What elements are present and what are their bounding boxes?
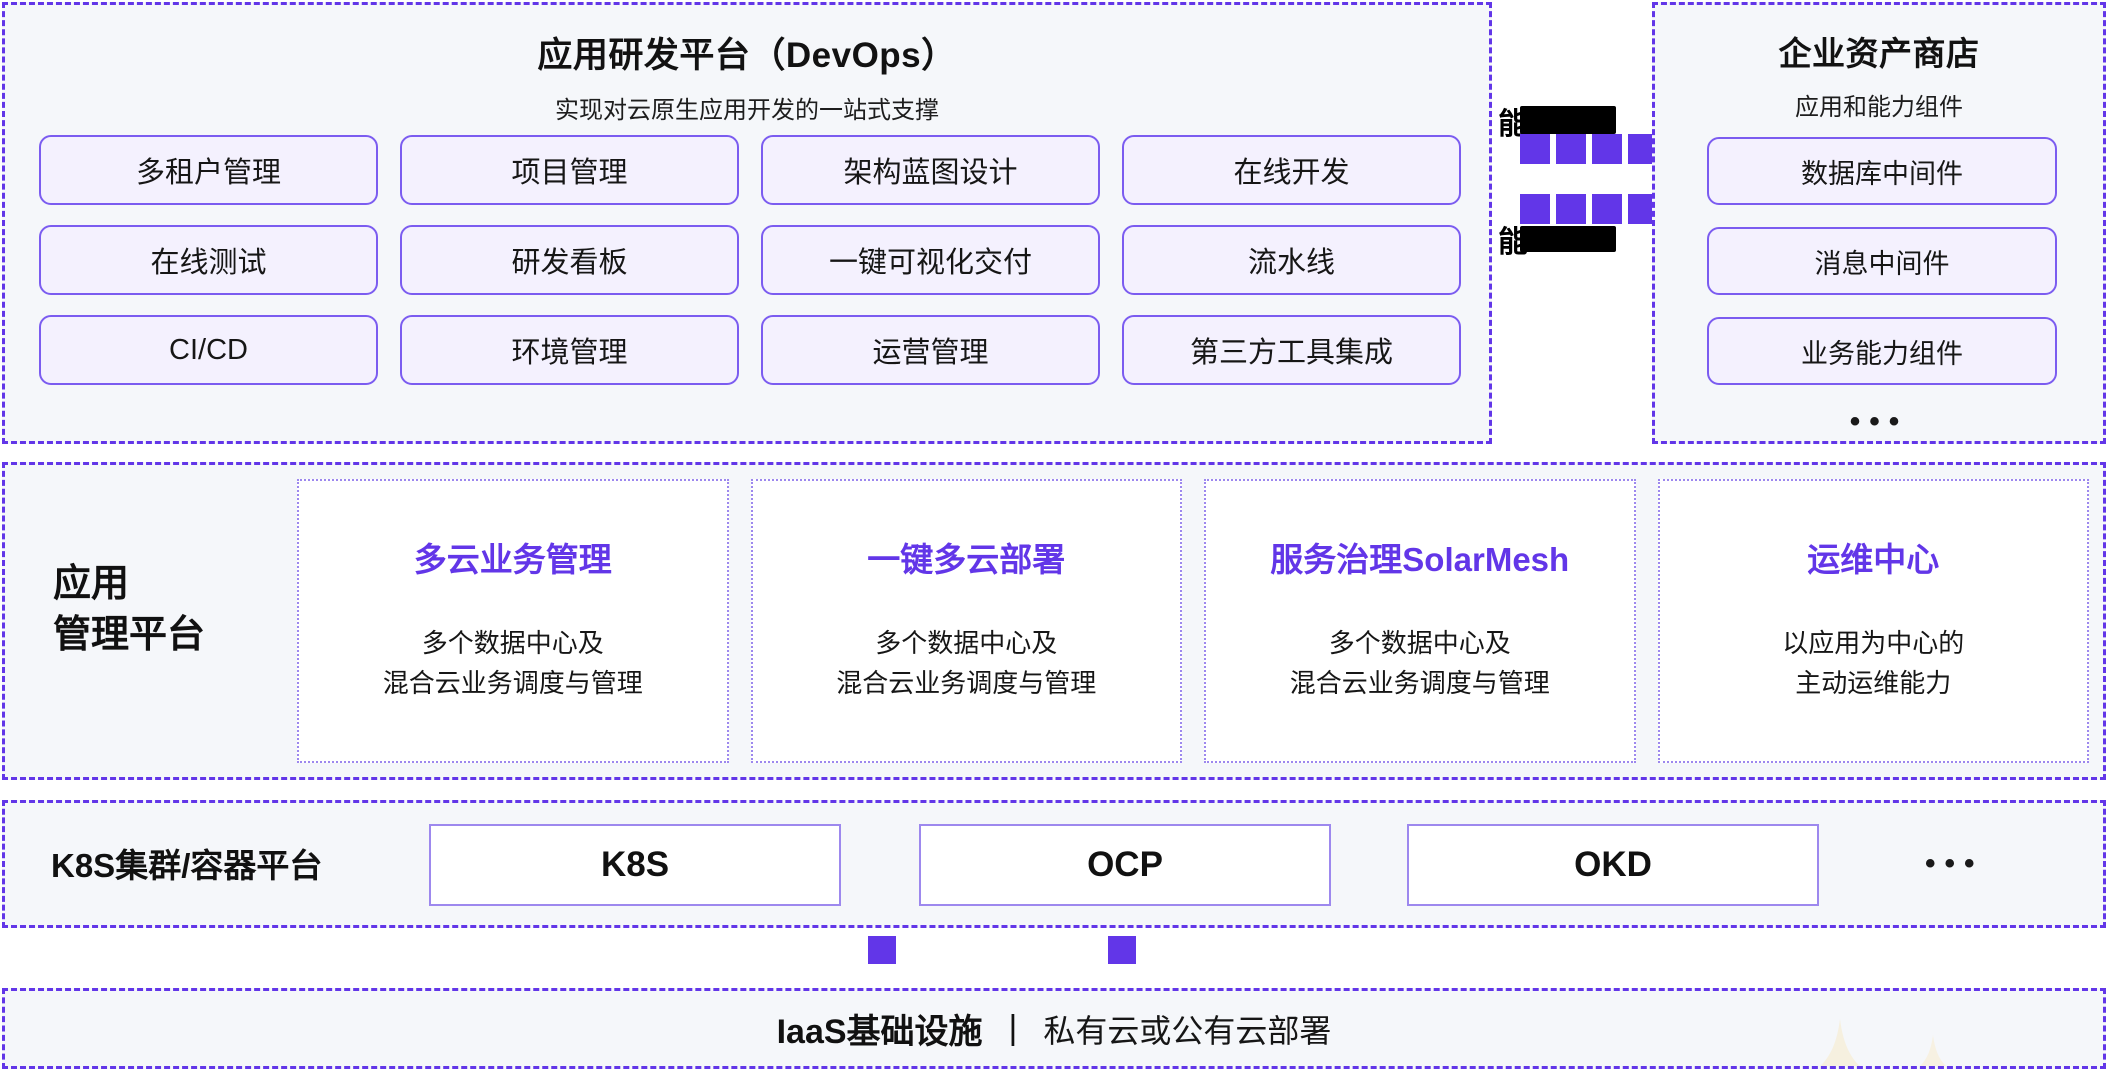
app-management-label-line2: 管理平台 — [53, 614, 206, 657]
connector-square — [1556, 194, 1586, 224]
devops-tile[interactable]: 架构蓝图设计 — [761, 135, 1100, 205]
connector-square — [1592, 134, 1622, 164]
store-panel-title: 企业资产商店 — [1778, 35, 1980, 72]
devops-tile[interactable]: 流水线 — [1122, 225, 1461, 295]
connector-square — [1520, 134, 1550, 164]
app-management-platform-panel: 应用 管理平台 多云业务管理 多个数据中心及 混合云业务调度与管理 一键多云部署… — [2, 462, 2106, 780]
card-body-line1: 多个数据中心及 — [1328, 628, 1511, 658]
devops-tile[interactable]: 第三方工具集成 — [1122, 315, 1461, 385]
card-body: 以应用为中心的 主动运维能力 — [1782, 623, 1964, 704]
connector-square — [1556, 134, 1586, 164]
k8s-platform-card[interactable]: K8S — [429, 824, 841, 906]
app-management-card-grid: 多云业务管理 多个数据中心及 混合云业务调度与管理 一键多云部署 多个数据中心及… — [297, 479, 2089, 763]
devops-panel-title: 应用研发平台（DevOps） — [537, 36, 957, 75]
devops-tile[interactable]: 在线开发 — [1122, 135, 1461, 205]
iaas-divider: | — [1008, 1009, 1018, 1047]
card-title: 运维中心 — [1807, 541, 1940, 578]
app-management-card[interactable]: 服务治理SolarMesh 多个数据中心及 混合云业务调度与管理 — [1204, 479, 1636, 763]
store-tile[interactable]: 消息中间件 — [1707, 227, 2057, 295]
store-tile[interactable]: 数据库中间件 — [1707, 137, 2057, 205]
card-title: 多云业务管理 — [413, 541, 612, 578]
redaction-bar-bottom — [1520, 226, 1616, 252]
card-body-line1: 多个数据中心及 — [875, 628, 1058, 658]
connector-square — [1592, 194, 1622, 224]
connector-square-right — [1108, 936, 1136, 964]
devops-tile[interactable]: 多租户管理 — [39, 135, 378, 205]
iaas-subtitle: 私有云或公有云部署 — [1043, 1012, 1332, 1049]
k8s-platform-card[interactable]: OKD — [1407, 824, 1819, 906]
devops-tile[interactable]: CI/CD — [39, 315, 378, 385]
k8s-platform-card[interactable]: OCP — [919, 824, 1331, 906]
card-body: 多个数据中心及 混合云业务调度与管理 — [836, 623, 1096, 704]
store-tile[interactable]: 业务能力组件 — [1707, 317, 2057, 385]
app-management-label-line1: 应用 — [53, 563, 130, 605]
connector-squares-top — [1520, 134, 1658, 164]
connector-squares-bottom — [1520, 194, 1658, 224]
app-management-card[interactable]: 多云业务管理 多个数据中心及 混合云业务调度与管理 — [297, 479, 729, 763]
middle-connector-column: 能 能 — [1498, 0, 1658, 444]
iaas-infrastructure-panel: IaaS基础设施 | 私有云或公有云部署 — [2, 988, 2106, 1069]
iaas-content: IaaS基础设施 | 私有云或公有云部署 — [5, 991, 2103, 1066]
card-title: 服务治理SolarMesh — [1270, 541, 1570, 578]
store-more-ellipsis: ••• — [1849, 405, 1909, 438]
devops-tile[interactable]: 运营管理 — [761, 315, 1100, 385]
connector-square-left — [868, 936, 896, 964]
app-management-card[interactable]: 一键多云部署 多个数据中心及 混合云业务调度与管理 — [750, 479, 1182, 763]
app-management-card[interactable]: 运维中心 以应用为中心的 主动运维能力 — [1657, 479, 2089, 763]
app-management-label: 应用 管理平台 — [53, 559, 205, 662]
devops-tile[interactable]: 在线测试 — [39, 225, 378, 295]
k8s-cluster-panel: K8S集群/容器平台 K8S OCP OKD ••• — [2, 800, 2106, 928]
card-body: 多个数据中心及 混合云业务调度与管理 — [383, 623, 643, 704]
redaction-bar-top — [1520, 106, 1616, 134]
devops-tile[interactable]: 环境管理 — [400, 315, 739, 385]
card-body-line2: 主动运维能力 — [1795, 668, 1952, 699]
card-body-line2: 混合云业务调度与管理 — [382, 668, 643, 699]
devops-tile[interactable]: 一键可视化交付 — [761, 225, 1100, 295]
iaas-title: IaaS基础设施 — [776, 1013, 983, 1051]
connector-square — [1520, 194, 1550, 224]
card-body-line1: 以应用为中心的 — [1782, 628, 1965, 658]
k8s-panel-label: K8S集群/容器平台 — [51, 847, 323, 884]
k8s-more-ellipsis: ••• — [1925, 847, 1984, 880]
card-body: 多个数据中心及 混合云业务调度与管理 — [1290, 623, 1550, 704]
devops-panel-subtitle: 实现对云原生应用开发的一站式支撑 — [555, 97, 939, 124]
card-body-line1: 多个数据中心及 — [421, 628, 604, 658]
enterprise-asset-store-panel: 企业资产商店 应用和能力组件 数据库中间件 消息中间件 业务能力组件 ••• — [1652, 2, 2106, 444]
store-tile-list: 数据库中间件 消息中间件 业务能力组件 — [1707, 137, 2057, 385]
devops-tile[interactable]: 项目管理 — [400, 135, 739, 205]
store-panel-subtitle: 应用和能力组件 — [1795, 94, 1963, 121]
card-body-line2: 混合云业务调度与管理 — [836, 668, 1097, 699]
card-title: 一键多云部署 — [867, 541, 1066, 578]
devops-tile-grid: 多租户管理 项目管理 架构蓝图设计 在线开发 在线测试 研发看板 一键可视化交付… — [39, 135, 1461, 385]
devops-tile[interactable]: 研发看板 — [400, 225, 739, 295]
devops-platform-panel: 应用研发平台（DevOps） 实现对云原生应用开发的一站式支撑 多租户管理 项目… — [2, 2, 1492, 444]
card-body-line2: 混合云业务调度与管理 — [1289, 668, 1550, 699]
